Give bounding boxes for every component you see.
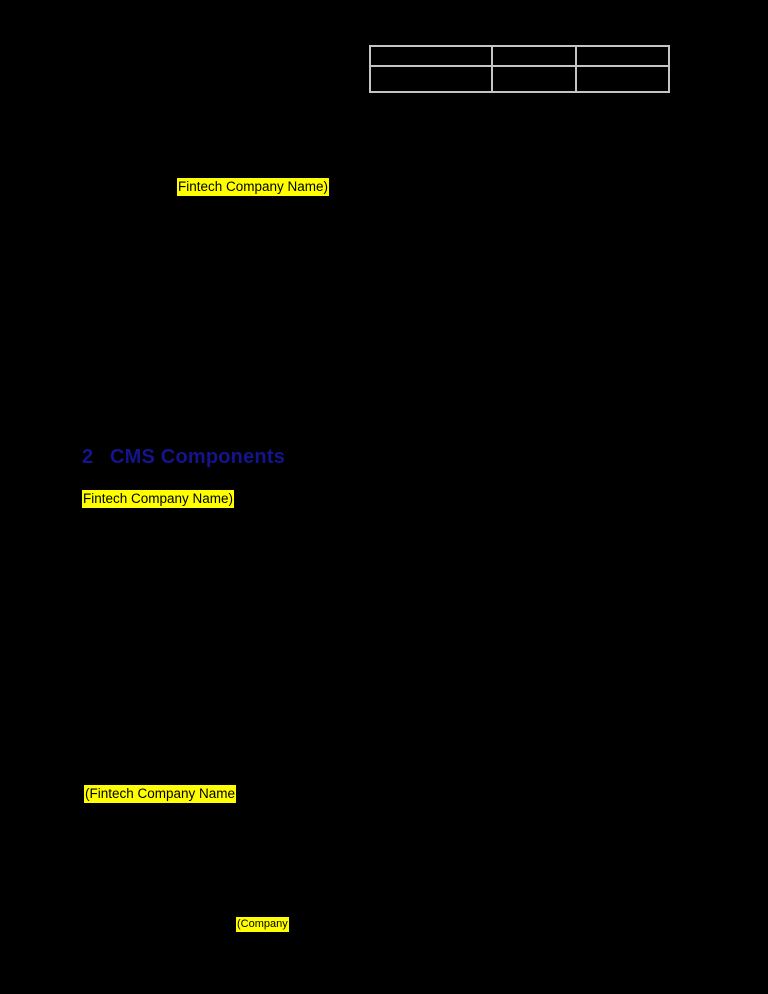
section-heading: 2 CMS Components <box>82 446 285 469</box>
highlighted-placeholder-company-name-3: (Fintech Company Name <box>84 785 237 803</box>
table-cell <box>369 45 493 67</box>
highlighted-placeholder-company-name-1: Fintech Company Name) <box>177 178 330 196</box>
section-heading-title: CMS Components <box>110 446 286 468</box>
highlighted-placeholder-company-name-2: Fintech Company Name) <box>82 490 235 508</box>
header-table <box>369 45 670 93</box>
table-cell <box>491 45 577 67</box>
highlighted-placeholder-company-small: (Company <box>236 917 289 932</box>
table-cell <box>491 65 577 93</box>
table-row <box>369 45 670 67</box>
section-heading-number: 2 <box>82 446 94 468</box>
table-row <box>369 65 670 93</box>
table-cell <box>575 65 670 93</box>
table-cell <box>369 65 493 93</box>
table-cell <box>575 45 670 67</box>
